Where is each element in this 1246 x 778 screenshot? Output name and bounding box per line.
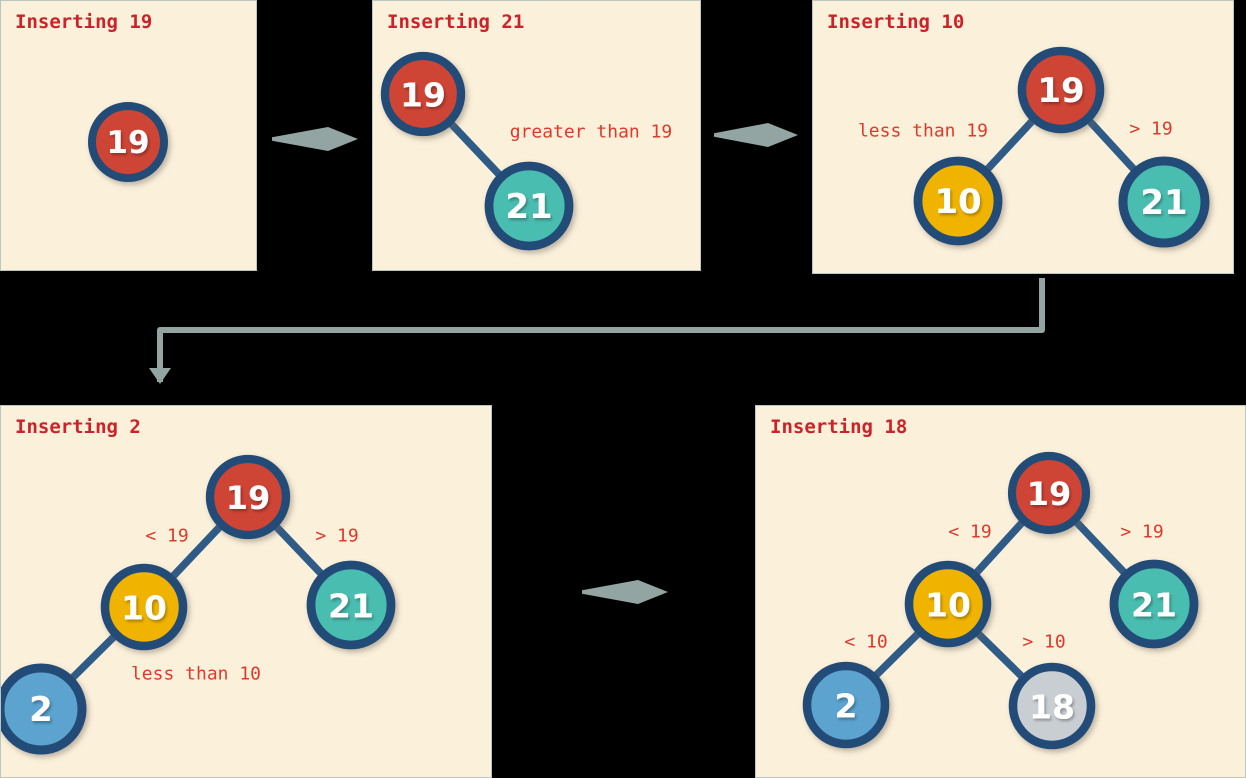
- tree-graphic: 19 10 21 2 18 < 19 > 19 < 10 > 10: [802, 451, 1199, 750]
- tree-node-10[interactable]: 10: [904, 560, 992, 648]
- panel-insert-19: Inserting 19 19: [0, 0, 257, 271]
- node-value: 19: [400, 76, 446, 115]
- node-value: 21: [328, 587, 374, 626]
- tree-nodes: 19 10 21: [913, 46, 1210, 248]
- tree-node-21[interactable]: 21: [484, 161, 574, 251]
- edge-label: less than 19: [858, 121, 988, 142]
- node-value: 21: [1140, 183, 1187, 223]
- node-value: 10: [934, 182, 981, 222]
- node-value: 19: [226, 479, 271, 517]
- tree-nodes: 19 10 21 2 18: [802, 451, 1199, 750]
- node-value: 21: [1131, 586, 1177, 625]
- panel-insert-2: Inserting 2 19 10 21 2 < 19 > 19 less than 10: [0, 405, 492, 778]
- arrow-1-to-2: [272, 127, 358, 151]
- edge-label: > 10: [1022, 632, 1065, 653]
- panel-insert-10: Inserting 10 19 10 21 less than 19 > 19: [812, 0, 1234, 274]
- tree-nodes: 19 10 21 2: [1, 454, 396, 755]
- arrow-3-to-4-head: [149, 368, 171, 384]
- tree-node-19[interactable]: 19: [205, 454, 291, 540]
- node-value: 21: [505, 187, 552, 227]
- edge-label: > 19: [1129, 119, 1172, 140]
- panel-insert-18: Inserting 18 19 10 21 2 18 < 19 > 19 < 10 > 10: [755, 405, 1246, 778]
- tree-node-2[interactable]: 2: [802, 661, 890, 749]
- edge-label: greater than 19: [510, 122, 673, 143]
- tree-node-19[interactable]: 19: [1017, 46, 1105, 134]
- tree-node-18[interactable]: 18: [1008, 662, 1096, 750]
- panel-title: Inserting 19: [15, 11, 153, 33]
- node-value: 2: [29, 690, 53, 730]
- node-value: 10: [121, 589, 167, 628]
- arrow-2-to-3: [714, 123, 798, 147]
- tree-node-21[interactable]: 21: [306, 560, 396, 650]
- node-value: 10: [925, 586, 971, 625]
- tree-node-19[interactable]: 19: [88, 102, 168, 182]
- tree-nodes: 19: [88, 102, 168, 182]
- tree-node-10[interactable]: 10: [913, 156, 1003, 246]
- tree-node-10[interactable]: 10: [100, 563, 188, 651]
- tree-edges: [842, 489, 1158, 710]
- tree-graphic: 19 10 21 2 < 19 > 19 less than 10: [1, 454, 396, 755]
- edge-labels: < 19 > 19 < 10 > 10: [844, 522, 1163, 653]
- tree-node-21[interactable]: 21: [1109, 559, 1199, 649]
- node-value: 19: [1027, 475, 1072, 513]
- tree-node-2[interactable]: 2: [1, 663, 87, 755]
- edge-labels: less than 19 > 19: [858, 119, 1173, 142]
- edge-label: < 19: [145, 526, 188, 547]
- node-value: 18: [1029, 688, 1075, 727]
- tree-node-19[interactable]: 19: [1007, 451, 1091, 535]
- tree-node-19[interactable]: 19: [380, 51, 466, 137]
- tree-graphic: 19 10 21 less than 19 > 19: [858, 46, 1210, 248]
- node-value: 19: [106, 125, 149, 161]
- arrow-4-to-5: [582, 580, 668, 604]
- panel-title: Inserting 18: [770, 416, 908, 438]
- arrow-3-to-4: [157, 278, 1045, 382]
- edge-labels: < 19 > 19 less than 10: [131, 526, 359, 685]
- panel-title: Inserting 21: [387, 11, 525, 33]
- edge-label: > 19: [1120, 522, 1163, 543]
- edge-label: less than 10: [131, 664, 261, 685]
- edge-label: < 19: [948, 522, 991, 543]
- edge-labels: greater than 19: [510, 122, 673, 143]
- node-value: 19: [1037, 71, 1084, 111]
- panel-title: Inserting 2: [15, 416, 141, 438]
- panel-title: Inserting 10: [827, 11, 965, 33]
- edge-label: < 10: [844, 632, 887, 653]
- tree-graphic: 19: [88, 102, 168, 182]
- edge-label: > 19: [315, 526, 358, 547]
- node-value: 2: [835, 687, 858, 726]
- tree-node-21[interactable]: 21: [1118, 156, 1210, 248]
